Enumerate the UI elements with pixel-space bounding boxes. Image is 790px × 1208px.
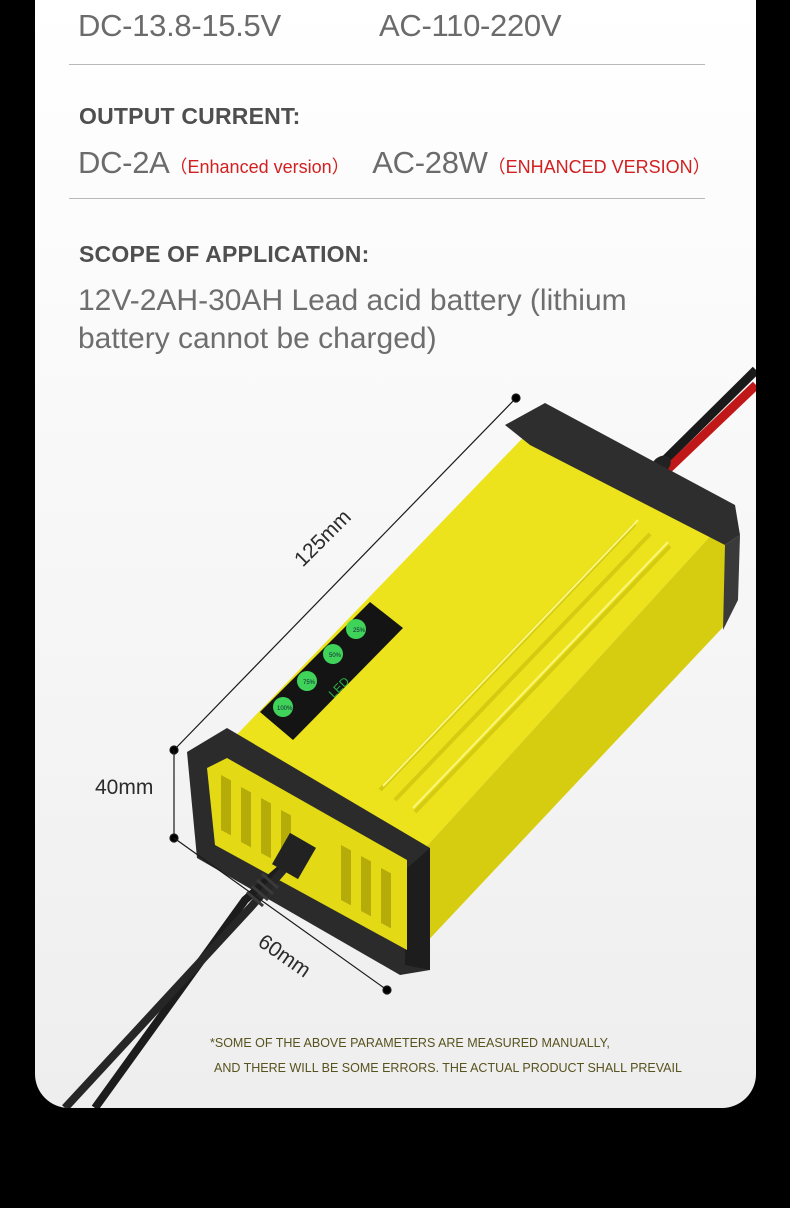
spec-card: DC-13.8-15.5V AC-110-220V OUTPUT CURRENT… [35,0,756,1108]
dc-current: DC-2A [78,145,170,180]
divider [69,64,705,65]
output-cable [62,832,316,1108]
led-100 [273,697,293,717]
scope-label: SCOPE OF APPLICATION: [79,241,370,267]
back-end-cap [505,403,740,545]
led-50 [323,644,343,664]
dimension-lines [169,393,521,995]
dc-version-note: （Enhanced version） [169,157,350,177]
disclaimer-line-1: *SOME OF THE ABOVE PARAMETERS ARE MEASUR… [210,1036,610,1050]
height-dimension: 40mm [95,776,154,799]
led-50-label: 50% [329,653,342,659]
charger-illustration: 25% 50% 75% 100% LED [62,366,756,1108]
led-75 [297,671,317,691]
ac-power: AC-28W [372,145,488,180]
led-25-label: 25% [353,628,366,634]
disclaimer-line-2: AND THERE WILL BE SOME ERRORS. THE ACTUA… [214,1061,682,1075]
charger-top-face [220,420,725,870]
scope-text: 12V-2AH-30AH Lead acid battery (lithium … [78,284,627,355]
led-25 [346,619,366,639]
ac-voltage: AC-110-220V [379,8,562,43]
power-cable [651,366,756,475]
output-current-row: DC-2A（Enhanced version） AC-28W（ENHANCED … [78,145,711,181]
output-current-label: OUTPUT CURRENT: [79,103,301,129]
charger-side-face [405,520,725,965]
dc-voltage: DC-13.8-15.5V [78,8,281,43]
led-100-label: 100% [277,706,293,712]
led-75-label: 75% [303,680,316,686]
divider [69,198,705,199]
ac-version-note: （ENHANCED VERSION） [487,157,711,177]
